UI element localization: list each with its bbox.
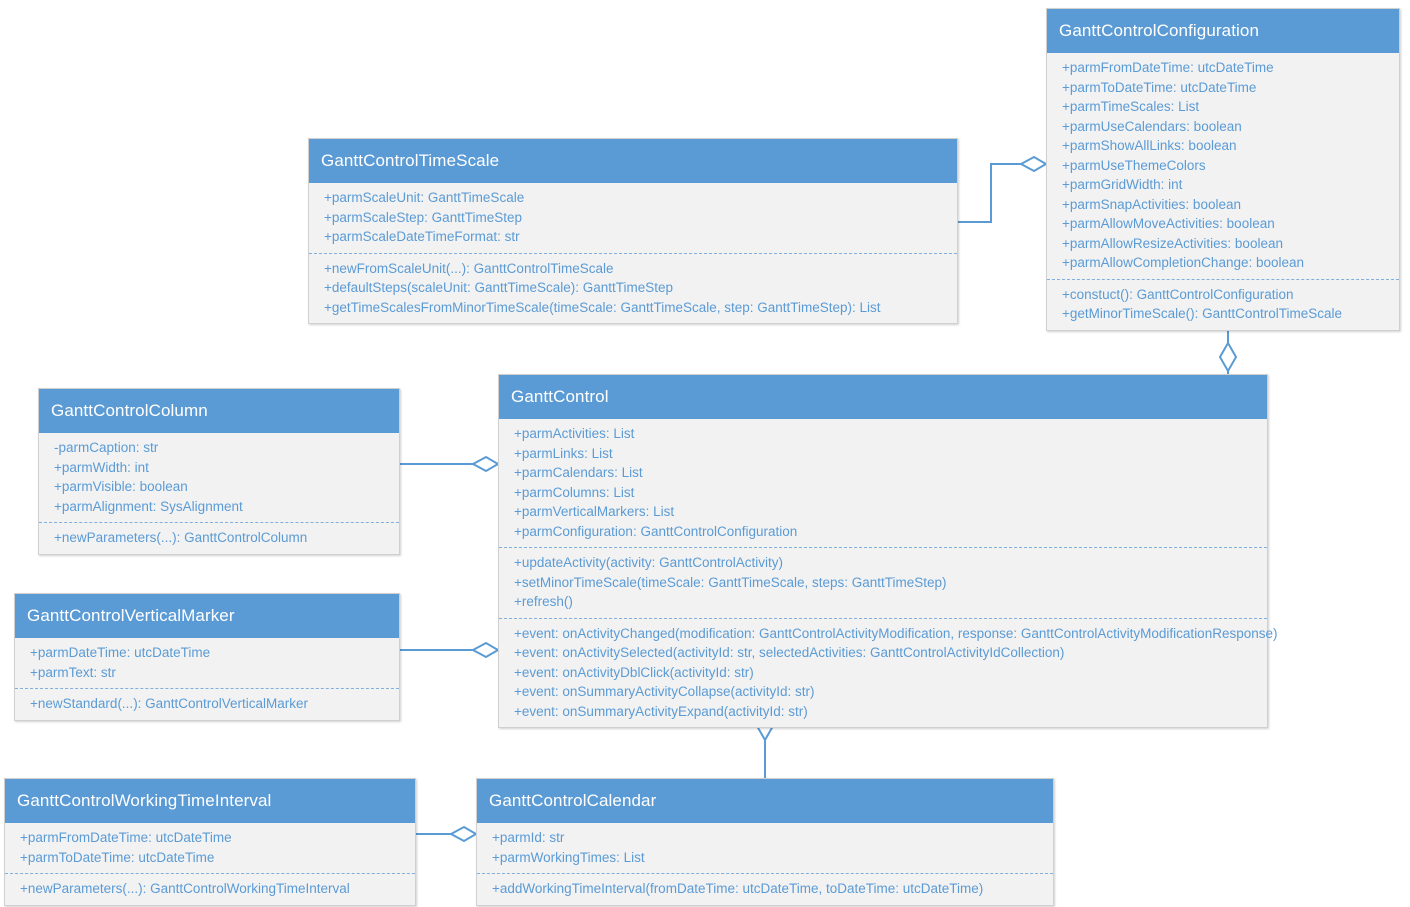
uml-operation-configuration: +constuct(): GanttControlConfiguration xyxy=(1062,286,1294,302)
uml-attribute-section-calendar: +parmId: str +parmWorkingTimes: List xyxy=(477,823,1053,873)
aggregation-diamond-icon xyxy=(448,825,478,843)
aggregation-diamond-icon xyxy=(1018,155,1048,173)
uml-operation-ganttcontrol: +setMinorTimeScale(timeScale: GanttTimeS… xyxy=(514,574,947,590)
aggregation-diamond-icon xyxy=(1218,340,1238,374)
uml-event-ganttcontrol: +event: onActivityDblClick(activityId: s… xyxy=(514,664,754,680)
uml-class-timescale[interactable]: GanttControlTimeScale+parmScaleUnit: Gan… xyxy=(308,138,958,324)
uml-operation-section-configuration: +constuct(): GanttControlConfiguration +g… xyxy=(1047,278,1399,330)
uml-class-calendar[interactable]: GanttControlCalendar +parmId: str +parmWor… xyxy=(476,778,1054,906)
uml-operation-section-column: +newParameters(...): GanttControlColumn xyxy=(39,522,399,554)
uml-event-ganttcontrol: +event: onSummaryActivityCollapse(activi… xyxy=(514,684,815,699)
uml-attribute-section-workingtimeinterval: +parmFromDateTime: utcDateTime +parmToDat… xyxy=(5,823,415,873)
uml-operation-section-ganttcontrol: +updateActivity(activity: GanttControlAc… xyxy=(499,547,1267,618)
uml-attribute-section-configuration: +parmFromDateTime: utcDateTime +parmToDat… xyxy=(1047,53,1399,279)
uml-operation-column: +newParameters(...): GanttControlColumn xyxy=(54,530,308,545)
uml-attribute-configuration: +parmAllowMoveActivities: boolean xyxy=(1062,216,1275,231)
uml-attribute-configuration: +parmAllowResizeActivities: boolean xyxy=(1062,235,1283,251)
uml-operation-section-calendar: +addWorkingTimeInterval(fromDateTime: ut… xyxy=(477,873,1053,905)
uml-operation-workingtimeinterval: +newParameters(...): GanttControlWorking… xyxy=(20,881,350,896)
uml-class-title-ganttcontrol: GanttControl xyxy=(499,375,1267,419)
uml-attribute-timescale: +parmScaleDateTimeFormat: str xyxy=(324,229,520,244)
uml-event-section-ganttcontrol: +event: onActivityChanged(modification: … xyxy=(499,617,1278,728)
connector-column-to-ganttcontrol xyxy=(400,455,500,473)
uml-attribute-ganttcontrol: +parmConfiguration: GanttControlConfigur… xyxy=(514,523,798,539)
uml-attribute-column: +parmAlignment: SysAlignment xyxy=(54,498,243,514)
uml-event-ganttcontrol: +event: onActivitySelected(activityId: s… xyxy=(514,645,1065,660)
uml-attribute-configuration: +parmTimeScales: List xyxy=(1062,99,1200,114)
uml-attribute-section-timescale: +parmScaleUnit: GanttTimeScale +parmScale… xyxy=(309,183,957,253)
uml-attribute-workingtimeinterval: +parmToDateTime: utcDateTime xyxy=(20,849,215,865)
uml-attribute-configuration: +parmToDateTime: utcDateTime xyxy=(1062,79,1257,95)
uml-class-title-workingtimeinterval: GanttControlWorkingTimeInterval xyxy=(5,779,415,823)
uml-attribute-ganttcontrol: +parmCalendars: List xyxy=(514,465,643,480)
uml-attribute-calendar: +parmWorkingTimes: List xyxy=(492,849,645,865)
uml-attribute-configuration: +parmGridWidth: int xyxy=(1062,177,1183,192)
uml-attribute-configuration: +parmUseThemeColors xyxy=(1062,157,1206,173)
uml-operation-verticalmarker: +newStandard(...): GanttControlVerticalM… xyxy=(30,696,308,711)
uml-class-column[interactable]: GanttControlColumn -parmCaption: str +parm… xyxy=(38,388,400,555)
uml-class-title-column: GanttControlColumn xyxy=(39,389,399,433)
uml-operation-section-timescale: +newFromScaleUnit(...): GanttControlTime… xyxy=(309,252,957,324)
uml-attribute-configuration: +parmFromDateTime: utcDateTime xyxy=(1062,60,1274,75)
uml-attribute-section-verticalmarker: +parmDateTime: utcDateTime +parmText: str xyxy=(15,638,399,688)
uml-operation-timescale: +newFromScaleUnit(...): GanttControlTime… xyxy=(324,260,614,276)
uml-event-ganttcontrol: +event: onActivityChanged(modification: … xyxy=(514,625,1278,641)
uml-class-title-verticalmarker: GanttControlVerticalMarker xyxy=(15,594,399,638)
uml-attribute-configuration: +parmSnapActivities: boolean xyxy=(1062,196,1241,212)
uml-class-ganttcontrol[interactable]: GanttControl +parmActivities: List +parmLi… xyxy=(498,374,1278,728)
uml-operation-section-verticalmarker: +newStandard(...): GanttControlVerticalM… xyxy=(15,688,399,720)
uml-operation-section-workingtimeinterval: +newParameters(...): GanttControlWorking… xyxy=(5,873,415,905)
uml-attribute-ganttcontrol: +parmVerticalMarkers: List xyxy=(514,504,675,519)
uml-operation-configuration: +getMinorTimeScale(): GanttControlTimeSc… xyxy=(1062,306,1342,321)
uml-attribute-calendar: +parmId: str xyxy=(492,830,565,845)
uml-operation-timescale: +getTimeScalesFromMinorTimeScale(timeSca… xyxy=(324,299,881,315)
uml-attribute-column: -parmCaption: str xyxy=(54,440,159,455)
uml-attribute-verticalmarker: +parmText: str xyxy=(30,664,116,680)
uml-attribute-workingtimeinterval: +parmFromDateTime: utcDateTime xyxy=(20,830,232,845)
uml-attribute-section-column: -parmCaption: str +parmWidth: int +parmVis… xyxy=(39,433,399,522)
aggregation-diamond-icon xyxy=(470,641,500,659)
uml-attribute-configuration: +parmShowAllLinks: boolean xyxy=(1062,138,1237,153)
uml-attribute-ganttcontrol: +parmLinks: List xyxy=(514,445,613,461)
uml-class-title-timescale: GanttControlTimeScale xyxy=(309,139,957,183)
uml-attribute-configuration: +parmAllowCompletionChange: boolean xyxy=(1062,255,1305,270)
uml-operation-timescale: +defaultSteps(scaleUnit: GanttTimeScale)… xyxy=(324,280,674,295)
connector-verticalmarker-to-ganttcontrol xyxy=(400,641,500,659)
uml-attribute-timescale: +parmScaleStep: GanttTimeStep xyxy=(324,209,522,225)
uml-attribute-timescale: +parmScaleUnit: GanttTimeScale xyxy=(324,190,525,205)
uml-operation-ganttcontrol: +updateActivity(activity: GanttControlAc… xyxy=(514,555,783,570)
connector-workingtimeinterval-to-calendar xyxy=(416,825,478,843)
uml-class-configuration[interactable]: GanttControlConfiguration+parmFromDateTi… xyxy=(1046,8,1400,331)
uml-attribute-column: +parmVisible: boolean xyxy=(54,479,188,494)
uml-attribute-section-ganttcontrol: +parmActivities: List +parmLinks: List +pa… xyxy=(499,419,1267,547)
aggregation-diamond-icon xyxy=(470,455,500,473)
uml-class-verticalmarker[interactable]: GanttControlVerticalMarker+parmDateTime:… xyxy=(14,593,400,721)
uml-class-title-configuration: GanttControlConfiguration xyxy=(1047,9,1399,53)
uml-operation-ganttcontrol: +refresh() xyxy=(514,594,573,609)
uml-attribute-ganttcontrol: +parmActivities: List xyxy=(514,426,635,441)
uml-attribute-verticalmarker: +parmDateTime: utcDateTime xyxy=(30,645,211,660)
uml-attribute-ganttcontrol: +parmColumns: List xyxy=(514,484,635,500)
connector-timescale-to-configuration xyxy=(958,155,1048,223)
uml-attribute-column: +parmWidth: int xyxy=(54,459,149,475)
uml-attribute-configuration: +parmUseCalendars: boolean xyxy=(1062,118,1242,134)
uml-class-title-calendar: GanttControlCalendar xyxy=(477,779,1053,823)
uml-event-ganttcontrol: +event: onSummaryActivityExpand(activity… xyxy=(514,703,808,719)
uml-operation-calendar: +addWorkingTimeInterval(fromDateTime: ut… xyxy=(492,881,984,896)
uml-class-workingtimeinterval[interactable]: GanttControlWorkingTimeInterval+parmFrom… xyxy=(4,778,416,906)
